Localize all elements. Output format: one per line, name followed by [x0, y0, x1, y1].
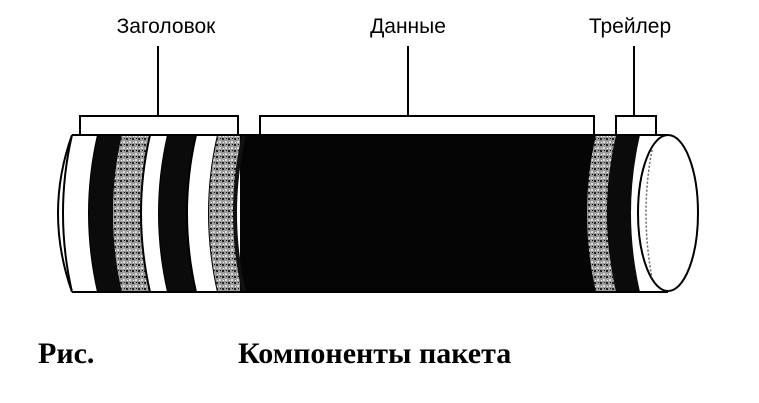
label-data: Данные: [370, 15, 446, 38]
data-section-left-edge: [233, 135, 246, 292]
cylinder-left-cap: [57, 134, 73, 293]
caption-prefix: Рис.: [38, 337, 94, 370]
cylinder-end-cap: [637, 134, 699, 292]
header-band-black-1: [89, 135, 122, 292]
label-trailer: Трейлер: [589, 15, 671, 38]
label-header: Заголовок: [117, 15, 217, 38]
header-band-black-2: [159, 135, 196, 292]
caption-title: Компоненты пакета: [238, 337, 511, 370]
packet-cylinder: [48, 135, 688, 292]
header-bracket: [79, 115, 239, 135]
trailer-bracket: [615, 115, 657, 135]
header-band-speckle-1: [113, 135, 150, 292]
data-bracket: [259, 115, 595, 135]
trailer-band-speckle: [587, 135, 616, 292]
trailer-band-black: [607, 135, 640, 292]
data-section: [240, 135, 610, 292]
